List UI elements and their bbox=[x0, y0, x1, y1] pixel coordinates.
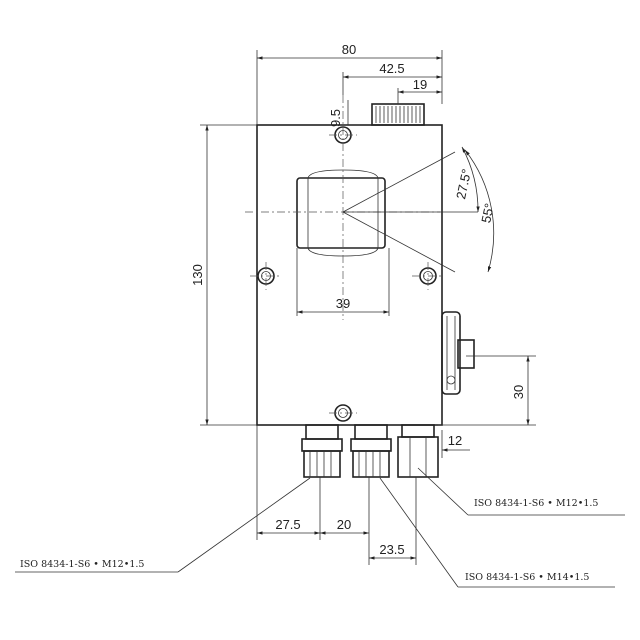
svg-text:20: 20 bbox=[337, 517, 351, 532]
adjustment-knob bbox=[371, 103, 425, 126]
svg-text:ISO 8434-1-S6 • M12•1.5: ISO 8434-1-S6 • M12•1.5 bbox=[474, 498, 598, 509]
dimension-9-5: 9.5 bbox=[328, 100, 360, 127]
dimension-height: 130 bbox=[190, 124, 257, 426]
svg-text:42.5: 42.5 bbox=[379, 61, 404, 76]
dimension-angle-full: 55° bbox=[478, 202, 497, 224]
svg-text:80: 80 bbox=[342, 42, 356, 57]
svg-text:55°: 55° bbox=[478, 202, 497, 224]
fitting-left bbox=[301, 424, 343, 478]
svg-text:30: 30 bbox=[511, 385, 526, 399]
callout-port-left: ISO 8434-1-S6 • M12•1.5 bbox=[15, 477, 311, 573]
svg-text:27.5: 27.5 bbox=[275, 517, 300, 532]
dimension-port-spacing: 20 bbox=[320, 477, 370, 540]
dimension-valve-height: 30 bbox=[438, 355, 536, 426]
callout-port-right: ISO 8434-1-S6 • M12•1.5 bbox=[417, 467, 625, 516]
svg-text:27.5°: 27.5° bbox=[453, 168, 474, 201]
svg-text:ISO 8434-1-S6 • M14•1.5: ISO 8434-1-S6 • M14•1.5 bbox=[465, 572, 589, 583]
svg-text:23.5: 23.5 bbox=[379, 542, 404, 557]
svg-text:130: 130 bbox=[190, 264, 205, 286]
fitting-middle bbox=[350, 424, 392, 478]
fitting-right bbox=[397, 424, 439, 478]
dimension-port-offset: 12 bbox=[441, 430, 470, 458]
dimension-19: 19 bbox=[397, 77, 442, 104]
callout-port-bottom: ISO 8434-1-S6 • M14•1.5 bbox=[379, 477, 615, 588]
dimension-42-5: 42.5 bbox=[342, 61, 442, 95]
dimension-angle-half: 27.5° bbox=[453, 168, 474, 201]
svg-text:ISO 8434-1-S6 • M12•1.5: ISO 8434-1-S6 • M12•1.5 bbox=[20, 559, 144, 570]
dimension-port1-offset: 27.5 bbox=[256, 425, 321, 540]
svg-text:9.5: 9.5 bbox=[328, 109, 343, 127]
side-valve bbox=[441, 311, 475, 395]
dimension-port3-offset: 23.5 bbox=[368, 477, 417, 565]
svg-text:19: 19 bbox=[413, 77, 427, 92]
dimension-window-width: 39 bbox=[296, 248, 390, 316]
svg-text:39: 39 bbox=[336, 296, 350, 311]
viewing-angle-lines bbox=[342, 146, 495, 273]
svg-text:12: 12 bbox=[448, 433, 462, 448]
display-window bbox=[296, 169, 386, 257]
